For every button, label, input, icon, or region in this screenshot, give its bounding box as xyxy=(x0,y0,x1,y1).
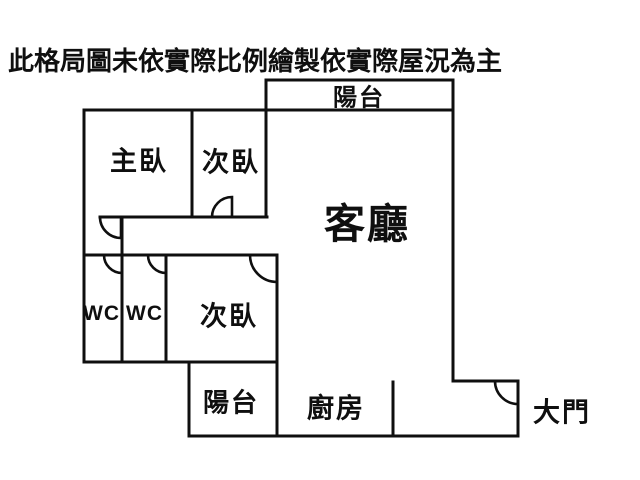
main-door-arc xyxy=(493,379,520,406)
master-bedroom-door-arc xyxy=(98,215,123,240)
room-label-balcony-bottom: 陽台 xyxy=(202,387,260,418)
disclaimer-title: 此格局圖未依實際比例繪製依實際屋況為主 xyxy=(8,46,503,76)
room-label-kitchen: 廚房 xyxy=(307,393,365,424)
door-arcs-group xyxy=(98,195,520,406)
bedroom-lower-door-arc xyxy=(248,253,279,284)
walls-group xyxy=(82,78,520,438)
wc1-door-arc xyxy=(102,253,124,275)
room-label-wc2: WC xyxy=(126,302,163,325)
room-label-bedroom-lower: 次臥 xyxy=(200,301,258,332)
room-label-living-room: 客廳 xyxy=(324,201,410,247)
room-label-balcony-top: 陽台 xyxy=(333,84,385,112)
room-label-master-bedroom: 主臥 xyxy=(110,146,168,177)
wc2-door-arc xyxy=(146,253,168,275)
room-label-main-door: 大門 xyxy=(533,397,591,428)
room-label-bedroom-upper: 次臥 xyxy=(202,147,260,178)
room-label-wc1: WC xyxy=(83,302,120,325)
bedroom-upper-door-arc xyxy=(210,195,234,219)
